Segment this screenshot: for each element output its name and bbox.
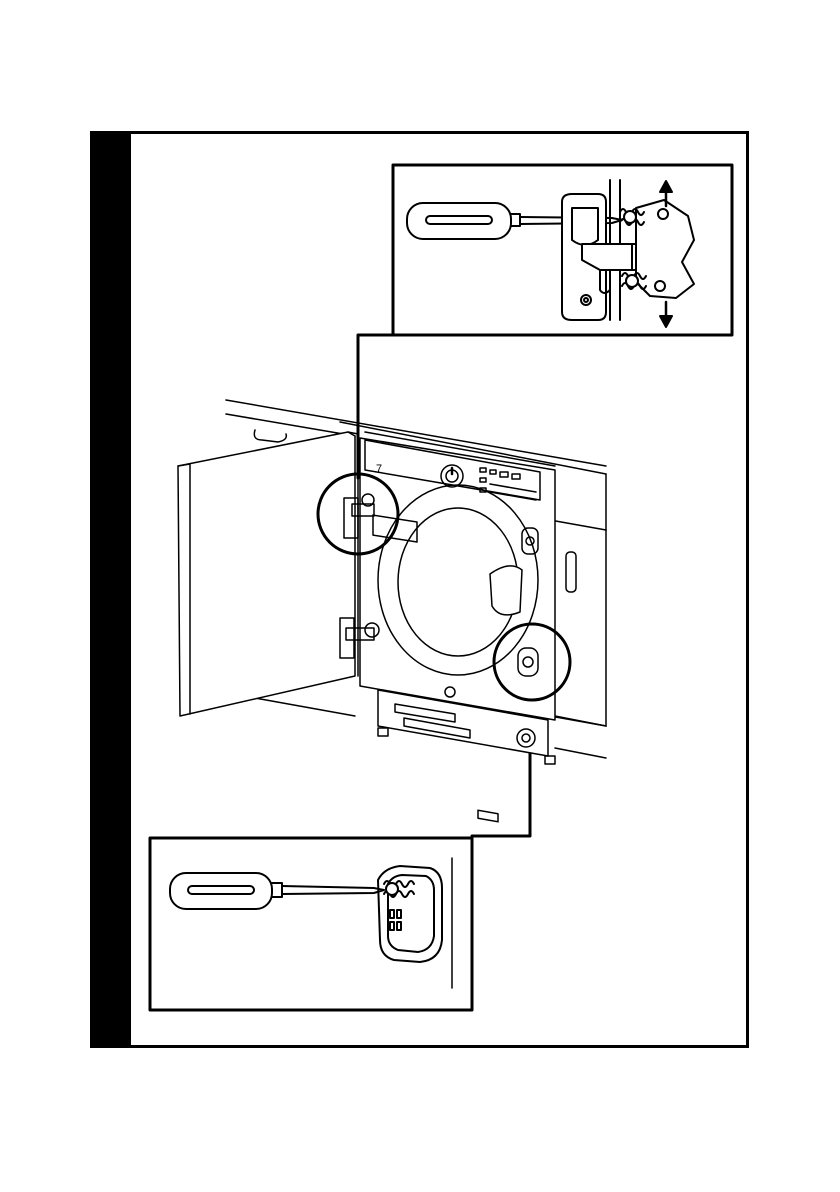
cabinet-and-machine: 7 [178,400,606,822]
lower-latch-detail [150,838,472,1010]
display-window-text: 7 [376,463,382,475]
upper-hinge-detail [393,165,732,335]
